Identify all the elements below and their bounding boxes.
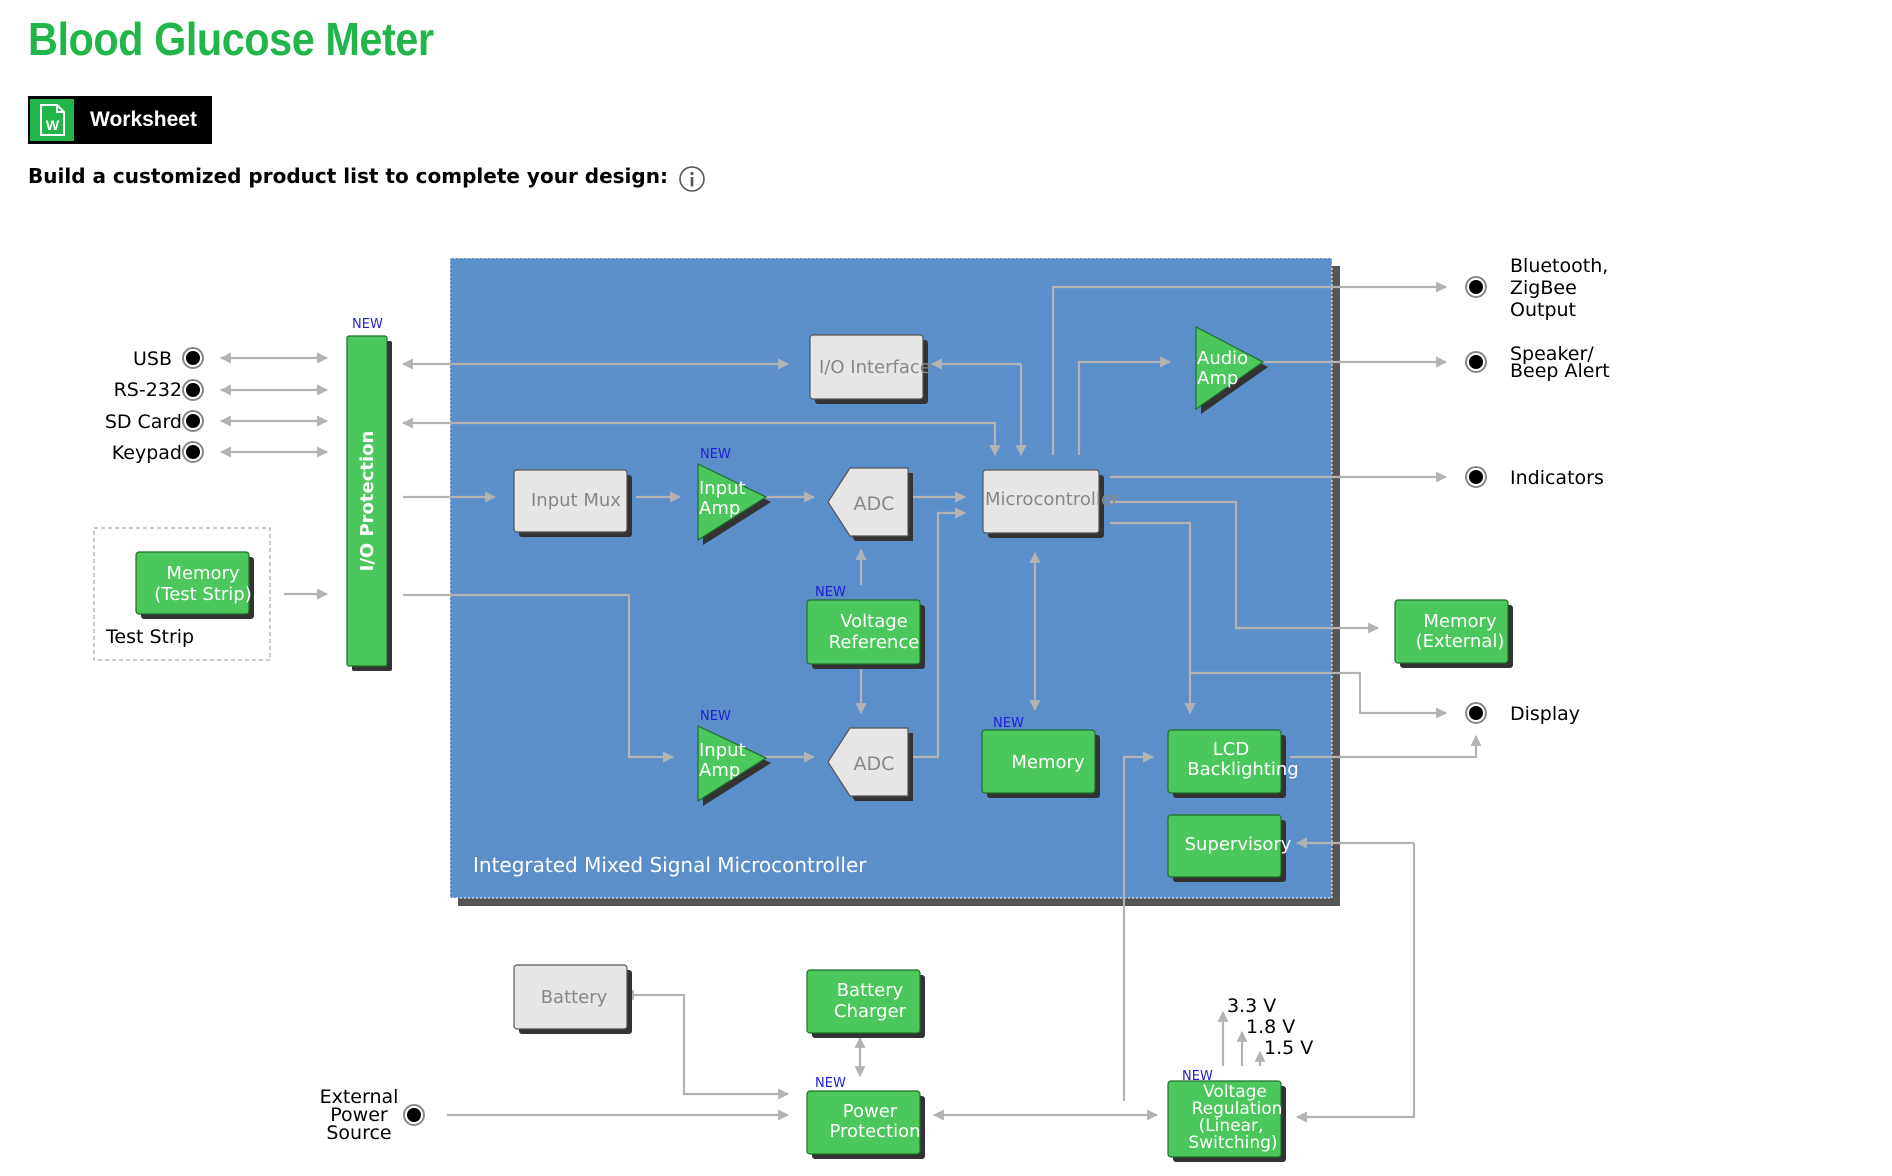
memory-external-label-1: Memory — [1423, 611, 1497, 632]
voltage-regulation-block[interactable]: Voltage Regulation (Linear, Switching) — [1167, 1080, 1286, 1162]
new-tag: NEW — [993, 716, 1024, 731]
voltage-regulation-label-2: Regulation — [1192, 1099, 1283, 1119]
new-tag: NEW — [1182, 1069, 1213, 1084]
lcd-backlighting-block[interactable]: LCD Backlighting — [1167, 729, 1299, 798]
spreadsheet-icon: W — [30, 99, 74, 141]
port-label-external-power-2: Power — [330, 1104, 388, 1126]
svg-text:W: W — [46, 117, 60, 133]
new-tag: NEW — [815, 585, 846, 600]
io-interface-label: I/O Interface — [819, 357, 931, 378]
port-label-rs232: RS-232 — [114, 379, 182, 401]
lcd-backlighting-label-2: Backlighting — [1187, 759, 1298, 780]
microcontroller-label: Microcontroller — [985, 489, 1120, 510]
adc-upper-block[interactable]: ADC — [827, 467, 913, 541]
port-label-bluetooth-2: ZigBee — [1510, 277, 1577, 299]
memory-test-strip-label-2: (Test Strip) — [154, 584, 252, 605]
input-amp-lower-block[interactable]: Input Amp — [697, 725, 771, 806]
io-protection-label: I/O Protection — [357, 431, 378, 572]
port-dot-indicators — [1469, 470, 1483, 484]
memory-label: Memory — [1011, 752, 1085, 773]
page-title: Blood Glucose Meter — [28, 13, 434, 65]
port-label-usb: USB — [133, 348, 172, 370]
new-tag: NEW — [700, 447, 731, 462]
input-amp-lower-label-2: Amp — [699, 760, 740, 781]
battery-charger-label-1: Battery — [837, 980, 904, 1001]
voltage-regulation-label-4: Switching) — [1188, 1133, 1277, 1153]
port-label-display: Display — [1510, 703, 1580, 725]
port-dot-speaker — [1469, 355, 1483, 369]
battery-charger-label-2: Charger — [834, 1001, 907, 1022]
port-dot-usb — [186, 351, 200, 365]
voltage-regulation-label-3: (Linear, — [1199, 1116, 1264, 1136]
supervisory-label: Supervisory — [1185, 834, 1292, 855]
new-tag: NEW — [700, 709, 731, 724]
port-label-test-strip: Test Strip — [105, 626, 194, 648]
memory-test-strip-label-1: Memory — [166, 563, 240, 584]
power-protection-label-2: Protection — [829, 1121, 920, 1142]
audio-amp-label-1: Audio — [1197, 348, 1248, 369]
voltage-regulation-label-1: Voltage — [1203, 1082, 1267, 1102]
port-label-speaker-1: Speaker/ — [1510, 343, 1594, 365]
input-mux-label: Input Mux — [531, 490, 621, 511]
adc-upper-label: ADC — [854, 493, 895, 515]
input-amp-lower-label-1: Input — [699, 740, 746, 761]
port-dot-keypad — [186, 445, 200, 459]
audio-amp-label-2: Amp — [1197, 368, 1238, 389]
input-amp-upper-label-2: Amp — [699, 498, 740, 519]
port-label-external-power-1: External — [320, 1086, 399, 1108]
info-icon[interactable] — [678, 165, 706, 193]
port-dot-external-power — [407, 1108, 421, 1122]
io-interface-block[interactable]: I/O Interface — [809, 334, 931, 404]
port-label-external-power-3: Source — [326, 1122, 391, 1144]
voltage-reference-label-2: Reference — [829, 632, 920, 653]
worksheet-button[interactable]: W Worksheet — [28, 96, 212, 144]
battery-block[interactable]: Battery — [513, 964, 632, 1034]
new-tag: NEW — [815, 1076, 846, 1091]
power-protection-label-1: Power — [843, 1101, 898, 1122]
voltage-label-1v5: 1.5 V — [1264, 1037, 1313, 1059]
port-dot-rs232 — [186, 383, 200, 397]
instruction-text: Build a customized product list to compl… — [28, 164, 668, 188]
input-amp-upper-label-1: Input — [699, 478, 746, 499]
voltage-label-1v8: 1.8 V — [1246, 1016, 1295, 1038]
power-protection-block[interactable]: Power Protection — [806, 1090, 925, 1159]
voltage-reference-label-1: Voltage — [840, 611, 908, 632]
voltage-label-3v3: 3.3 V — [1227, 995, 1276, 1017]
port-label-bluetooth-3: Output — [1510, 299, 1576, 321]
io-protection-block[interactable]: I/O Protection — [346, 335, 392, 671]
port-dot-bluetooth — [1469, 280, 1483, 294]
port-label-speaker-2: Beep Alert — [1510, 360, 1610, 382]
port-dot-display — [1469, 706, 1483, 720]
memory-block[interactable]: Memory — [981, 729, 1100, 798]
supervisory-block[interactable]: Supervisory — [1167, 814, 1292, 882]
memory-external-label-2: (External) — [1416, 631, 1505, 652]
adc-lower-block[interactable]: ADC — [827, 727, 913, 801]
mcu-region-label: Integrated Mixed Signal Microcontroller — [473, 853, 867, 877]
adc-lower-label: ADC — [854, 753, 895, 775]
port-label-indicators: Indicators — [1510, 467, 1604, 489]
lcd-backlighting-label-1: LCD — [1213, 739, 1249, 760]
port-dot-sd-card — [186, 414, 200, 428]
battery-label: Battery — [541, 987, 608, 1008]
input-amp-upper-block[interactable]: Input Amp — [697, 463, 771, 545]
audio-amp-block[interactable]: Audio Amp — [1195, 326, 1268, 414]
test-strip-box — [93, 527, 271, 661]
microcontroller-block[interactable]: Microcontroller — [982, 469, 1120, 538]
voltage-reference-block[interactable]: Voltage Reference — [806, 599, 925, 669]
memory-test-strip-block[interactable]: Memory (Test Strip) — [135, 551, 254, 619]
battery-charger-block[interactable]: Battery Charger — [806, 969, 925, 1038]
port-label-keypad: Keypad — [112, 442, 182, 464]
port-label-sd-card: SD Card — [105, 411, 182, 433]
memory-external-block[interactable]: Memory (External) — [1394, 599, 1513, 668]
input-mux-block[interactable]: Input Mux — [513, 469, 632, 537]
new-tag: NEW — [352, 317, 383, 332]
worksheet-label: Worksheet — [90, 108, 197, 131]
port-label-bluetooth-1: Bluetooth, — [1510, 255, 1608, 277]
